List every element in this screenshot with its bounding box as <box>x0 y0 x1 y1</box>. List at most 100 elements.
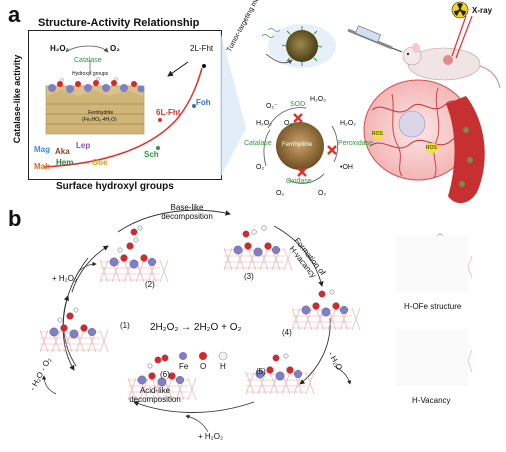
o-atom <box>148 372 156 380</box>
label-mag: Mag <box>34 145 50 154</box>
o-atom <box>154 356 162 364</box>
base-like-label: Base-like decomposition <box>161 203 213 221</box>
cycle-oxidase: Oxidase <box>286 178 312 185</box>
h-atom <box>147 363 153 369</box>
cycle-h2o2-c: H₂O₂ <box>340 120 356 127</box>
fe-atom <box>87 328 96 337</box>
fe-atom <box>109 257 119 267</box>
label-sch: Sch <box>144 150 159 159</box>
fe-atom <box>321 307 331 317</box>
inset-formula: (Fe₅HO₈·4H₂O) <box>82 117 117 123</box>
o-atom <box>244 242 252 250</box>
h-ofe-structure-model <box>396 236 468 292</box>
mouse-icon <box>402 15 501 89</box>
structure-h-vacancy-label: H-Vacancy <box>412 396 451 405</box>
o-atom <box>140 254 148 262</box>
fe-atom <box>69 329 79 339</box>
label-mah: Mah <box>34 162 50 171</box>
o-atom <box>161 354 169 362</box>
label-2l-fht: 2L-Fht <box>190 44 214 53</box>
label-hem: Hem <box>56 158 74 167</box>
cycle-h2o2-b: H₂O₂ <box>256 120 272 127</box>
fe-atom <box>129 259 139 269</box>
graph-title: Structure-Activity Relationship <box>38 17 200 29</box>
inset-h2o2: H₂O₂ <box>50 44 70 53</box>
surface-structure-inset <box>45 45 145 135</box>
xray-label: X-ray <box>472 6 493 15</box>
legend-o: O <box>200 362 207 371</box>
blood-vessel <box>446 96 485 204</box>
step-5: (5) <box>256 367 266 376</box>
inset-catalase: Catalase <box>74 57 102 64</box>
o-atom <box>242 230 250 238</box>
radiation-icon <box>451 1 469 19</box>
o-atom <box>286 366 294 374</box>
panel-b-label: b <box>8 206 22 231</box>
o-atom <box>168 372 176 380</box>
cycle-o2-sup: O₂⁻ <box>266 103 278 110</box>
fe-atom <box>294 370 303 379</box>
fe-atom <box>157 377 167 387</box>
structure-h-ofe-label: H-OFe structure <box>404 302 462 311</box>
cycle-h2o2-a: H₂O₂ <box>310 96 326 103</box>
o-atom <box>312 302 320 310</box>
cycle-center: Ferrihydrite <box>282 142 313 148</box>
plus-h2o2-top: + H₂O₂ <box>52 274 78 283</box>
h-atom <box>57 317 63 323</box>
inset-hydroxyl: Hydroxyl groups <box>72 71 109 77</box>
o-atom <box>60 324 68 332</box>
cycle-o2-b: O₂ <box>256 164 265 171</box>
fe-atom <box>253 247 263 257</box>
fe-atom <box>137 375 147 385</box>
step-2: (2) <box>145 280 155 289</box>
inset-ferrihydrite: Ferrihydrite <box>88 110 114 116</box>
overall-equation: 2H₂O₂ → 2H₂O + O₂ <box>150 322 242 333</box>
label-foh: Foh <box>196 98 211 107</box>
o-atom <box>66 312 74 320</box>
o-atom <box>318 290 326 298</box>
fe-atom <box>49 327 59 337</box>
label-lep: Lep <box>76 141 91 150</box>
o-atom <box>126 242 134 250</box>
fe-atom <box>275 371 285 381</box>
fe-atom <box>301 305 311 315</box>
fe-atom <box>175 376 184 385</box>
h-atom <box>133 237 139 243</box>
nanozyme-cycle <box>263 107 339 184</box>
o-atom <box>266 366 274 374</box>
step-1: (1) <box>120 321 130 330</box>
label-aka: Aka <box>55 147 70 156</box>
syringe-icon <box>347 25 403 53</box>
cycle-o2-a: O₂ <box>284 120 293 127</box>
cycle-oh: •OH <box>340 164 353 171</box>
o-atom <box>272 354 280 362</box>
h-vacancy-structure-model <box>396 330 468 386</box>
inset-o2: O₂ <box>110 44 120 53</box>
step-4: (4) <box>282 328 292 337</box>
o-atom <box>130 228 138 236</box>
fe-atom <box>340 306 349 315</box>
fe-atom <box>272 245 281 254</box>
cycle-o2-d: O₂ <box>318 190 327 197</box>
cycle-sod: SOD <box>290 101 306 108</box>
o-atom <box>80 324 88 332</box>
cycle-peroxidase: Peroxidase <box>338 140 374 147</box>
nanoparticle-targeting <box>261 24 336 68</box>
acid-like-label: Acid-like decomposition <box>129 386 181 404</box>
tumor-tissue <box>363 79 473 181</box>
cycle-catalase: Catalase <box>244 140 272 147</box>
h-atom <box>137 225 143 231</box>
h-atom <box>283 353 289 359</box>
ros-label-1: ROS <box>372 131 383 137</box>
o-atom <box>120 254 128 262</box>
fe-atom <box>233 245 243 255</box>
o-atom <box>332 302 340 310</box>
activity-curve <box>43 67 203 168</box>
legend-h: H <box>220 362 226 371</box>
step-3: (3) <box>244 272 254 281</box>
h-atom <box>251 229 257 235</box>
h-atom <box>73 307 79 313</box>
legend-fe: Fe <box>179 362 189 371</box>
fe-atom <box>147 258 156 267</box>
